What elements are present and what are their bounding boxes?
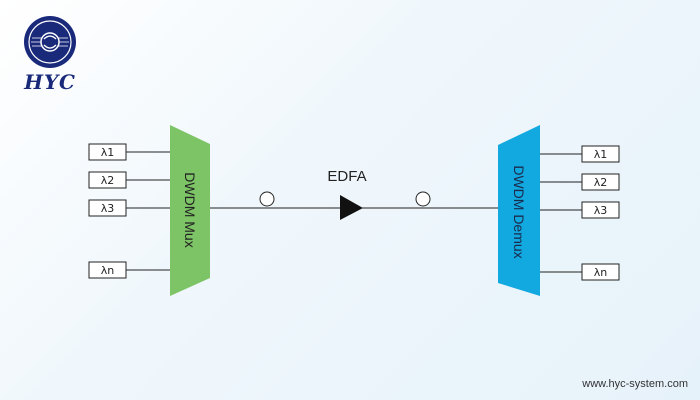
mux-input-lambda2: λ2 — [88, 171, 127, 189]
website-url: www.hyc-system.com — [582, 378, 688, 390]
demux-output-lambdan: λn — [581, 263, 620, 281]
svg-text:λ3: λ3 — [594, 204, 608, 217]
demux-output-lambda2: λ2 — [581, 173, 620, 191]
demux-output-lambda1: λ1 — [581, 145, 620, 163]
fiber-connector-right — [415, 191, 431, 207]
svg-text:λ1: λ1 — [594, 148, 608, 161]
svg-text:λ2: λ2 — [101, 174, 115, 187]
edfa-amplifier-icon — [340, 195, 363, 220]
svg-text:λ1: λ1 — [101, 146, 115, 159]
mux-input-lambdan: λn — [88, 261, 127, 279]
svg-text:λn: λn — [101, 264, 115, 277]
hyc-emblem-icon — [24, 16, 76, 68]
dwdm-mux-block: DWDM Mux — [170, 125, 210, 296]
logo-text: HYC — [24, 70, 76, 94]
svg-text:λn: λn — [594, 266, 608, 279]
hyc-logo: HYC — [18, 12, 82, 102]
mux-label: DWDM Mux — [182, 172, 198, 247]
edfa-label: EDFA — [327, 168, 366, 185]
demux-label: DWDM Demux — [511, 165, 527, 258]
dwdm-demux-block: DWDM Demux — [498, 125, 540, 296]
svg-text:λ2: λ2 — [594, 176, 608, 189]
demux-output-lambda3: λ3 — [581, 201, 620, 219]
svg-text:λ3: λ3 — [101, 202, 115, 215]
fiber-connector-left — [259, 191, 275, 207]
mux-input-lambda1: λ1 — [88, 143, 127, 161]
mux-input-lambda3: λ3 — [88, 199, 127, 217]
